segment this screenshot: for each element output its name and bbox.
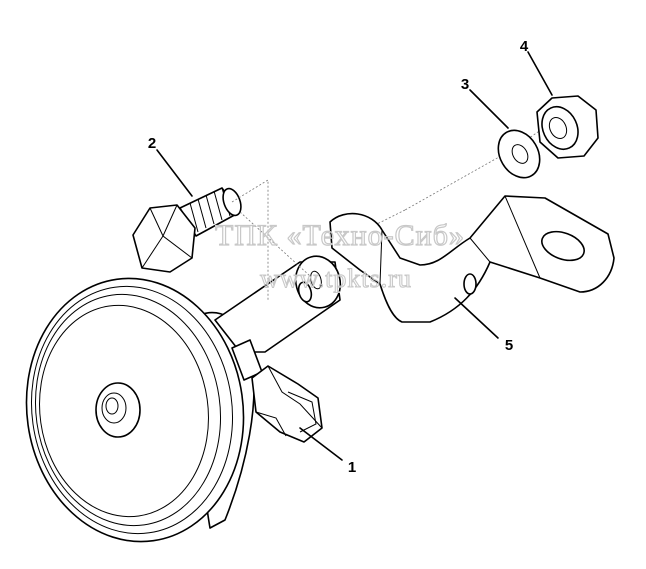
horn-part-1	[25, 277, 255, 543]
watermark-line2: www.tpkts.ru	[260, 264, 412, 293]
callout-3: 3	[461, 76, 469, 93]
callout-1: 1	[348, 459, 356, 476]
callout-5: 5	[505, 337, 513, 354]
callout-2: 2	[148, 135, 156, 152]
watermark-line1: ТПК «Техно-Сиб»	[215, 219, 465, 252]
horn-stud	[214, 255, 342, 353]
leader-lines	[156, 51, 553, 461]
nut-part-4	[536, 95, 599, 159]
connector	[231, 339, 323, 443]
watermark: ТПК «Техно-Сиб» www.tpkts.ru	[214, 218, 465, 293]
washer-part-3	[497, 129, 541, 179]
callout-4: 4	[520, 38, 529, 55]
callouts: 2 3 4 5 1	[148, 38, 529, 476]
bracket-part-5	[329, 195, 615, 323]
